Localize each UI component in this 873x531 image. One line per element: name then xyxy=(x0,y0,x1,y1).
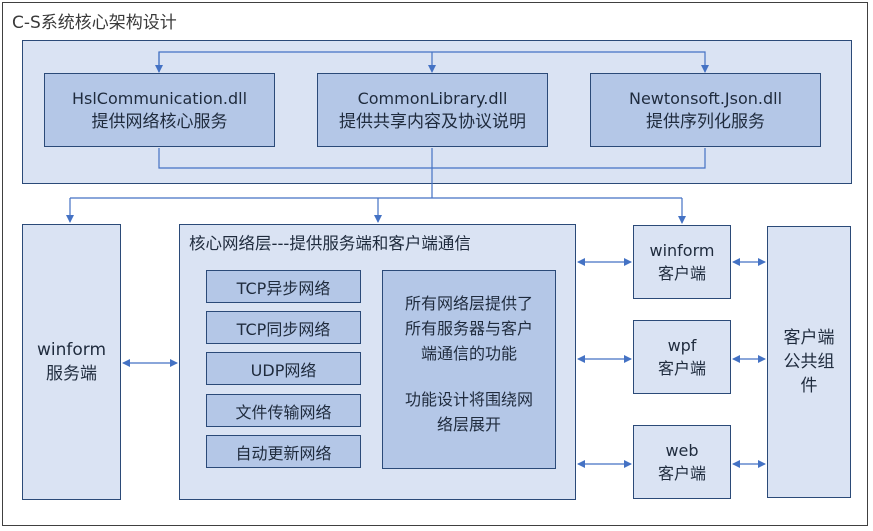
note-line: 所有服务器与客户 xyxy=(404,319,533,338)
network-item-tcp-sync: TCP同步网络 xyxy=(206,311,361,344)
note-line: 所有网络层提供了 xyxy=(404,294,533,313)
core-title: 核心网络层---提供服务端和客户端通信 xyxy=(189,234,471,253)
note-line: 功能设计将围绕网 xyxy=(404,390,533,409)
library-desc: 提供序列化服务 xyxy=(646,111,765,132)
library-commonlibrary: CommonLibrary.dll 提供共享内容及协议说明 xyxy=(317,73,548,147)
client-winform: winform 客户端 xyxy=(633,225,731,299)
library-hslcommunication: HslCommunication.dll 提供网络核心服务 xyxy=(44,73,275,147)
client-line1: wpf xyxy=(667,336,697,355)
library-name: HslCommunication.dll xyxy=(71,88,248,108)
common-line3: 件 xyxy=(800,376,818,396)
server-box: winform 服务端 xyxy=(22,224,121,500)
library-desc: 提供共享内容及协议说明 xyxy=(339,111,526,132)
network-item-udp: UDP网络 xyxy=(206,352,361,385)
network-note-box: 所有网络层提供了 所有服务器与客户 端通信的功能 功能设计将围绕网 络层展开 xyxy=(382,270,556,469)
client-line1: web xyxy=(665,441,699,460)
network-item-auto-update: 自动更新网络 xyxy=(206,435,361,468)
common-line1: 客户端 xyxy=(783,328,835,348)
client-common-components: 客户端 公共组 件 xyxy=(767,226,851,498)
client-line2: 客户端 xyxy=(657,359,706,378)
network-item-tcp-async: TCP异步网络 xyxy=(206,270,361,303)
library-newtonsoft: Newtonsoft.Json.dll 提供序列化服务 xyxy=(590,73,821,147)
note-line: 端通信的功能 xyxy=(420,344,517,363)
library-desc: 提供网络核心服务 xyxy=(91,111,228,132)
diagram-title: C-S系统核心架构设计 xyxy=(12,13,177,33)
network-item-file-transfer: 文件传输网络 xyxy=(206,394,361,427)
library-name: CommonLibrary.dll xyxy=(357,88,508,108)
client-wpf: wpf 客户端 xyxy=(633,320,731,394)
server-line1: winform xyxy=(36,340,107,360)
common-line2: 公共组 xyxy=(783,352,835,372)
server-line2: 服务端 xyxy=(46,364,97,384)
client-line2: 客户端 xyxy=(657,464,706,483)
client-line2: 客户端 xyxy=(657,264,706,283)
library-name: Newtonsoft.Json.dll xyxy=(628,88,783,108)
client-web: web 客户端 xyxy=(633,425,731,499)
note-line: 络层展开 xyxy=(436,415,501,434)
client-line1: winform xyxy=(649,241,715,260)
